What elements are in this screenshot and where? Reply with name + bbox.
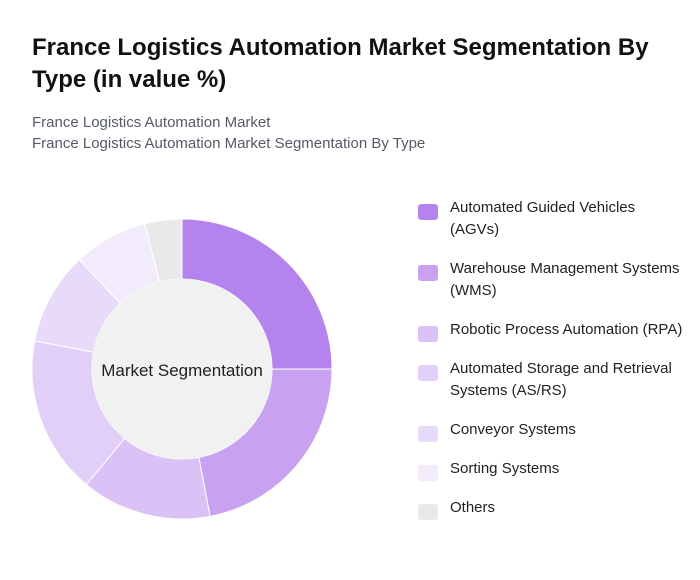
legend-swatch <box>418 426 438 442</box>
legend-item: Robotic Process Automation (RPA) <box>418 319 688 342</box>
chart-subtitle-line1: France Logistics Automation Market <box>32 114 271 131</box>
donut-center <box>92 279 272 459</box>
legend-swatch <box>418 265 438 281</box>
legend-item: Automated Guided Vehicles (AGVs) <box>418 197 688 241</box>
legend-item: Warehouse Management Systems (WMS) <box>418 258 688 302</box>
legend-label: Conveyor Systems <box>450 421 576 438</box>
legend-label: Automated Guided Vehicles (AGVs) <box>450 199 636 238</box>
legend-label: Others <box>450 499 496 516</box>
legend-label: Robotic Process Automation (RPA) <box>450 321 683 338</box>
legend-swatch <box>418 465 438 481</box>
legend-item: Others <box>418 497 688 520</box>
chart-subtitle-line2: France Logistics Automation Market Segme… <box>32 135 426 152</box>
center-label: Market Segmentation <box>101 361 263 380</box>
donut-slices <box>31 218 333 520</box>
legend-item: Conveyor Systems <box>418 419 688 442</box>
legend-label: Sorting Systems <box>450 460 560 477</box>
legend-swatch <box>418 504 438 520</box>
chart-legend: Automated Guided Vehicles (AGVs) Warehous… <box>418 197 688 520</box>
chart-title: France Logistics Automation Market Segme… <box>32 34 649 93</box>
legend-item: Automated Storage and Retrieval Systems … <box>418 358 688 402</box>
legend-swatch <box>418 204 438 220</box>
legend-swatch <box>418 326 438 342</box>
legend-label: Warehouse Management Systems (WMS) <box>450 260 680 299</box>
legend-swatch <box>418 365 438 381</box>
legend-item: Sorting Systems <box>418 458 688 481</box>
legend-label: Automated Storage and Retrieval Systems … <box>450 360 672 399</box>
